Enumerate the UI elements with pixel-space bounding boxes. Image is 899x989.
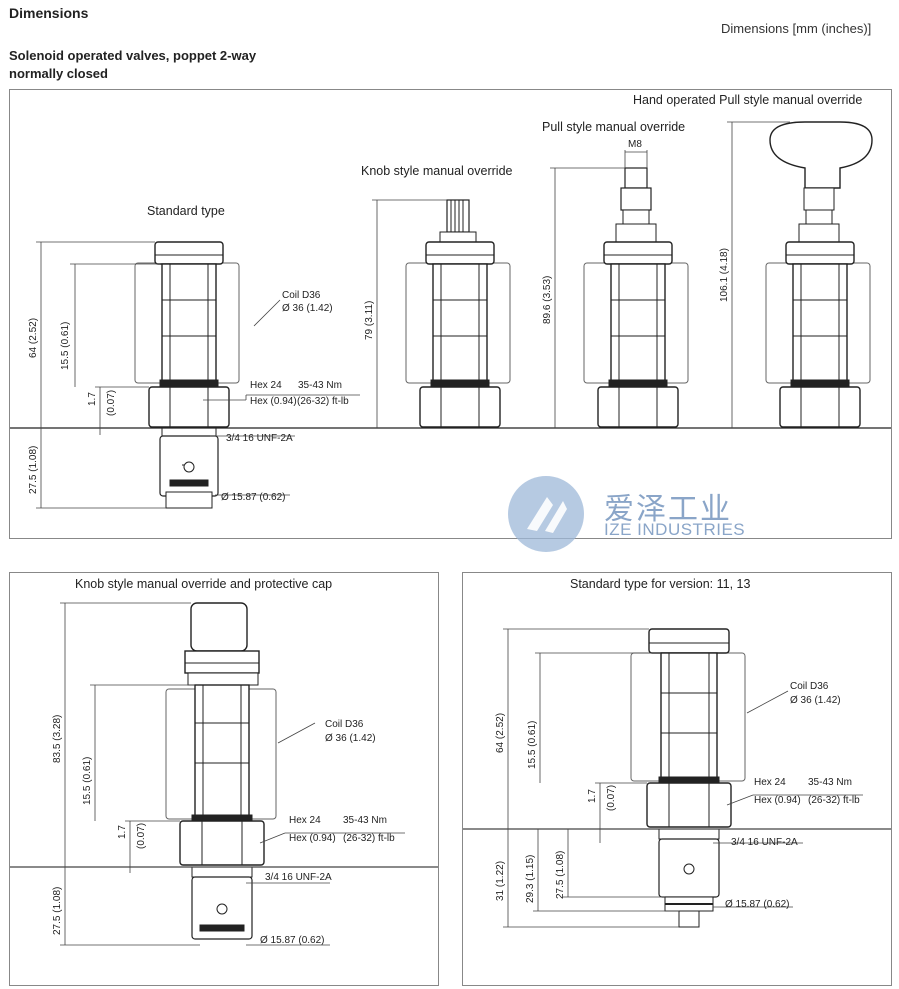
label-coil-dia-bl: Ø 36 (1.42) xyxy=(325,733,376,744)
caption-pull-override: Pull style manual override xyxy=(542,120,686,134)
bottom-right-drawing: 64 (2.52) 15.5 (0.61) 1.7 (0.07) 31 (1.2… xyxy=(463,628,891,928)
dim-0-07: (0.07) xyxy=(106,390,117,416)
label-torque-bl: 35-43 Nm xyxy=(343,815,387,826)
dims-pull xyxy=(550,150,648,428)
label-coil-dia-br: Ø 36 (1.42) xyxy=(790,695,841,706)
watermark-cn: 爱泽工业 xyxy=(604,492,732,527)
dim-15-5: 15.5 (0.61) xyxy=(60,322,71,370)
dim-27-5: 27.5 (1.08) xyxy=(28,446,39,494)
label-dia-bl: Ø 15.87 (0.62) xyxy=(260,935,324,946)
dims-knob xyxy=(372,199,447,428)
section-subtitle: Solenoid operated valves, poppet 2-way n… xyxy=(9,47,256,83)
subtitle-line-2: normally closed xyxy=(9,66,108,81)
watermark-logo xyxy=(508,476,584,552)
dim-106-1: 106.1 (4.18) xyxy=(719,248,730,302)
dim-15-5-br: 15.5 (0.61) xyxy=(527,721,538,769)
label-hex-in: Hex (0.94) xyxy=(250,396,297,407)
label-coil-br: Coil D36 xyxy=(790,681,829,692)
label-dia-15-87: Ø 15.87 (0.62) xyxy=(221,492,285,503)
dim-15-5-bl: 15.5 (0.61) xyxy=(82,757,93,805)
dim-0-07-bl: (0.07) xyxy=(136,823,147,849)
dim-29-3: 29.3 (1.15) xyxy=(525,855,536,903)
valve-standard xyxy=(134,241,240,509)
label-hex-bl: Hex 24 xyxy=(289,815,321,826)
label-coil: Coil D36 xyxy=(282,290,321,301)
dim-0-07-br: (0.07) xyxy=(606,785,617,811)
label-torque-in-bl: (26-32) ft-lb xyxy=(343,833,395,844)
label-torque-br: 35-43 Nm xyxy=(808,777,852,788)
label-thread-bl: 3/4 16 UNF-2A xyxy=(265,872,332,883)
bottom-left-panel: Knob style manual override and protectiv… xyxy=(9,572,439,986)
bottom-right-panel: Standard type for version: 11, 13 xyxy=(462,572,892,986)
dim-89-6: 89.6 (3.53) xyxy=(542,276,553,324)
units-note: Dimensions [mm (inches)] xyxy=(721,21,872,36)
page-heading: Dimensions xyxy=(9,5,89,21)
valve-knob xyxy=(405,199,511,428)
caption-knob-override: Knob style manual override xyxy=(361,164,513,178)
caption-standard-type: Standard type xyxy=(147,204,225,218)
dim-27-5-bl: 27.5 (1.08) xyxy=(52,887,63,935)
watermark-en: IZE INDUSTRIES xyxy=(604,520,746,539)
valve-knob-cap xyxy=(165,602,277,940)
valve-version-11-13 xyxy=(630,628,746,928)
label-thread: 3/4 16 UNF-2A xyxy=(226,433,293,444)
caption-hand-pull-override: Hand operated Pull style manual override xyxy=(633,93,863,107)
caption-version-11-13: Standard type for version: 11, 13 xyxy=(570,577,751,591)
label-m8: M8 xyxy=(628,139,642,150)
label-dia-br: Ø 15.87 (0.62) xyxy=(725,899,789,910)
label-thread-br: 3/4 16 UNF-2A xyxy=(731,837,798,848)
label-hex-in-bl: Hex (0.94) xyxy=(289,833,336,844)
label-torque-in-br: (26-32) ft-lb xyxy=(808,795,860,806)
dim-1-7-bl: 1.7 xyxy=(117,825,128,839)
dims-standard xyxy=(36,241,360,509)
valve-pull xyxy=(583,167,689,428)
dim-1-7-br: 1.7 xyxy=(587,789,598,803)
label-hex-br: Hex 24 xyxy=(754,777,786,788)
top-drawings: 64 (2.52) 15.5 (0.61) 1.7 (0.07) 27.5 (1… xyxy=(10,121,891,509)
label-coil-dia: Ø 36 (1.42) xyxy=(282,303,333,314)
label-hex-in-br: Hex (0.94) xyxy=(754,795,801,806)
dim-64-br: 64 (2.52) xyxy=(495,713,506,753)
valve-hand-pull xyxy=(765,121,873,428)
dim-27-5-br: 27.5 (1.08) xyxy=(555,851,566,899)
dim-31: 31 (1.22) xyxy=(495,861,506,901)
bottom-left-drawing: 83.5 (3.28) 15.5 (0.61) 1.7 (0.07) 27.5 … xyxy=(10,602,438,946)
dim-83-5: 83.5 (3.28) xyxy=(52,715,63,763)
label-hex: Hex 24 xyxy=(250,380,282,391)
dim-1-7: 1.7 xyxy=(87,392,98,406)
dim-64: 64 (2.52) xyxy=(28,318,39,358)
label-torque-in: (26-32) ft-lb xyxy=(297,396,349,407)
label-torque: 35-43 Nm xyxy=(298,380,342,391)
caption-knob-cap: Knob style manual override and protectiv… xyxy=(75,577,333,591)
subtitle-line-1: Solenoid operated valves, poppet 2-way xyxy=(9,48,257,63)
label-coil-bl: Coil D36 xyxy=(325,719,364,730)
top-drawing-panel: Standard type Knob style manual override… xyxy=(9,89,892,539)
dims-hand xyxy=(727,121,790,428)
dim-79: 79 (3.11) xyxy=(364,301,375,340)
